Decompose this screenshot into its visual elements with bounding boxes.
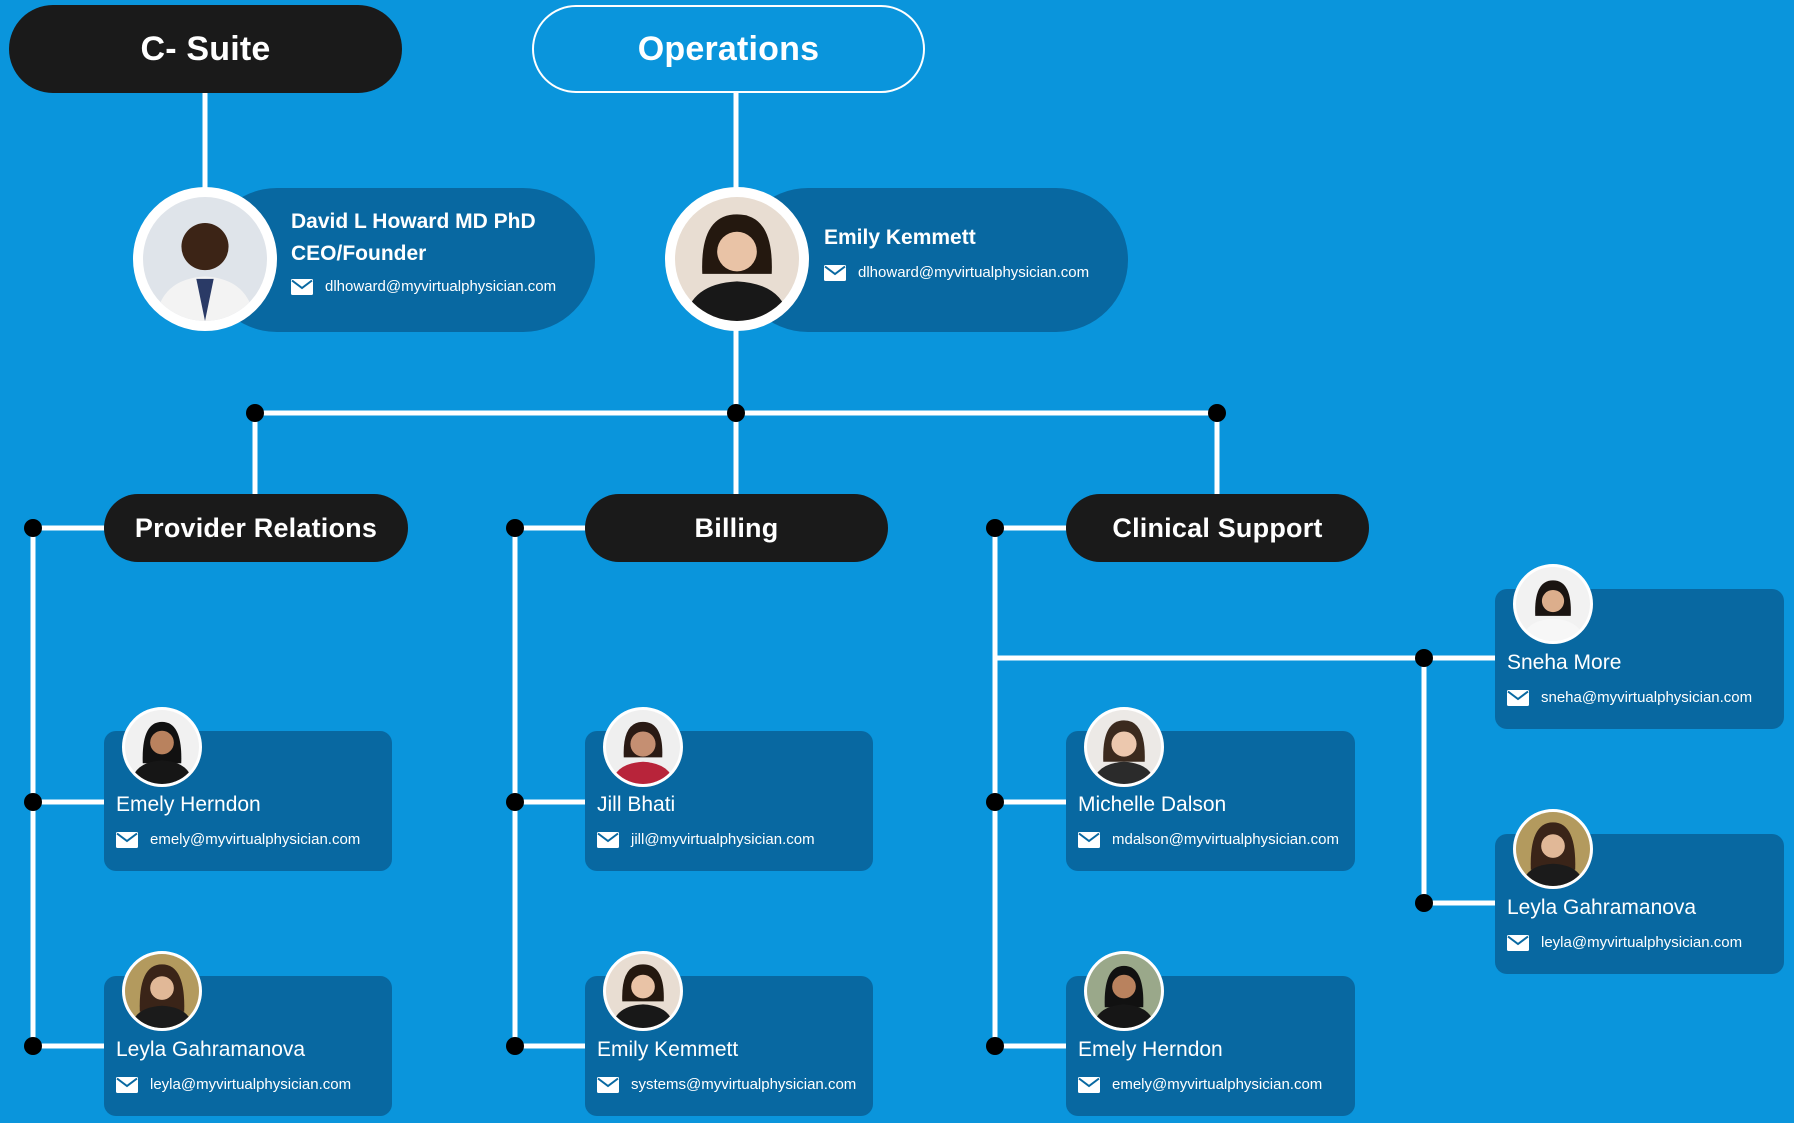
cs-member-2-name: Emely Herndon bbox=[1078, 1038, 1223, 1061]
ceo-email[interactable]: dlhoward@myvirtualphysician.com bbox=[325, 278, 557, 295]
node bbox=[986, 519, 1004, 537]
cs-sub-member-1-email[interactable]: sneha@myvirtualphysician.com bbox=[1541, 689, 1753, 706]
mail-icon bbox=[1507, 689, 1529, 706]
billing-member-2-email[interactable]: systems@myvirtualphysician.com bbox=[631, 1076, 857, 1093]
node bbox=[986, 1037, 1004, 1055]
cs-sub-member-1-name: Sneha More bbox=[1507, 651, 1622, 674]
billing-label-text: Billing bbox=[694, 512, 779, 543]
provider-relations-label: Provider Relations bbox=[104, 494, 408, 562]
cs-member-2-card: Emely Herndon emely@myvirtualphysician.c… bbox=[1066, 976, 1355, 1116]
pr-member-1-name: Emely Herndon bbox=[116, 793, 261, 816]
node bbox=[24, 793, 42, 811]
node bbox=[1415, 649, 1433, 667]
ops-head-name: Emily Kemmett bbox=[824, 226, 976, 249]
cs-member-1-avatar bbox=[1084, 707, 1164, 787]
ops-head-email-row[interactable]: dlhoward@myvirtualphysician.com bbox=[824, 264, 1089, 281]
cs-member-1-email[interactable]: mdalson@myvirtualphysician.com bbox=[1112, 831, 1339, 848]
node bbox=[246, 404, 264, 422]
mail-icon bbox=[116, 831, 138, 848]
node bbox=[1415, 894, 1433, 912]
operations-label: Operations bbox=[532, 5, 925, 93]
cs-member-1-name: Michelle Dalson bbox=[1078, 793, 1227, 816]
mail-icon bbox=[1507, 934, 1529, 951]
provider-relations-label-text: Provider Relations bbox=[134, 512, 378, 543]
ceo-email-row[interactable]: dlhoward@myvirtualphysician.com bbox=[291, 278, 556, 295]
ops-head-avatar bbox=[665, 187, 809, 331]
cs-sub-member-1-email-row[interactable]: sneha@myvirtualphysician.com bbox=[1507, 689, 1752, 706]
pr-member-1-email[interactable]: emely@myvirtualphysician.com bbox=[150, 831, 361, 848]
csuite-label-text: C- Suite bbox=[140, 29, 271, 68]
cs-member-2-email[interactable]: emely@myvirtualphysician.com bbox=[1112, 1076, 1323, 1093]
ceo-title: CEO/Founder bbox=[291, 242, 427, 265]
node bbox=[986, 793, 1004, 811]
mail-icon bbox=[1078, 831, 1100, 848]
mail-icon bbox=[291, 278, 313, 295]
node bbox=[506, 1037, 524, 1055]
mail-icon bbox=[824, 264, 846, 281]
node bbox=[506, 519, 524, 537]
node bbox=[24, 519, 42, 537]
cs-member-2-email-row[interactable]: emely@myvirtualphysician.com bbox=[1078, 1076, 1322, 1093]
pr-member-2-avatar bbox=[122, 951, 202, 1031]
billing-member-1-name: Jill Bhati bbox=[597, 793, 676, 816]
mail-icon bbox=[1078, 1076, 1100, 1093]
node bbox=[727, 404, 745, 422]
pr-member-2-name: Leyla Gahramanova bbox=[116, 1038, 306, 1061]
cs-sub-member-2-avatar bbox=[1513, 809, 1593, 889]
cs-sub-member-2-email[interactable]: leyla@myvirtualphysician.com bbox=[1541, 934, 1743, 951]
csuite-label: C- Suite bbox=[9, 5, 402, 93]
billing-member-1-email-row[interactable]: jill@myvirtualphysician.com bbox=[597, 831, 815, 848]
mail-icon bbox=[116, 1076, 138, 1093]
cs-member-2-avatar bbox=[1084, 951, 1164, 1031]
pr-member-1-avatar bbox=[122, 707, 202, 787]
node bbox=[1208, 404, 1226, 422]
ceo-name: David L Howard MD PhD bbox=[291, 210, 536, 233]
ops-head-email[interactable]: dlhoward@myvirtualphysician.com bbox=[858, 264, 1090, 281]
cs-sub-member-2-email-row[interactable]: leyla@myvirtualphysician.com bbox=[1507, 934, 1742, 951]
pr-member-2-email[interactable]: leyla@myvirtualphysician.com bbox=[150, 1076, 352, 1093]
billing-member-2-name: Emily Kemmett bbox=[597, 1038, 739, 1061]
pr-member-1-email-row[interactable]: emely@myvirtualphysician.com bbox=[116, 831, 360, 848]
billing-label: Billing bbox=[585, 494, 888, 562]
cs-sub-member-2-name: Leyla Gahramanova bbox=[1507, 896, 1697, 919]
ceo-avatar bbox=[133, 187, 277, 331]
billing-member-1-email[interactable]: jill@myvirtualphysician.com bbox=[631, 831, 815, 848]
cs-sub-member-1-avatar bbox=[1513, 564, 1593, 644]
clinical-support-label: Clinical Support bbox=[1066, 494, 1369, 562]
billing-member-1-avatar bbox=[603, 707, 683, 787]
billing-member-2-avatar bbox=[603, 951, 683, 1031]
billing-member-2-email-row[interactable]: systems@myvirtualphysician.com bbox=[597, 1076, 856, 1093]
connector-nodes bbox=[24, 404, 1433, 1055]
operations-label-text: Operations bbox=[637, 29, 820, 68]
mail-icon bbox=[597, 1076, 619, 1093]
mail-icon bbox=[597, 831, 619, 848]
pr-member-2-email-row[interactable]: leyla@myvirtualphysician.com bbox=[116, 1076, 351, 1093]
node bbox=[24, 1037, 42, 1055]
cs-member-1-email-row[interactable]: mdalson@myvirtualphysician.com bbox=[1078, 831, 1339, 848]
connector-paths bbox=[30, 92, 1495, 1049]
clinical-support-label-text: Clinical Support bbox=[1112, 512, 1323, 543]
node bbox=[506, 793, 524, 811]
